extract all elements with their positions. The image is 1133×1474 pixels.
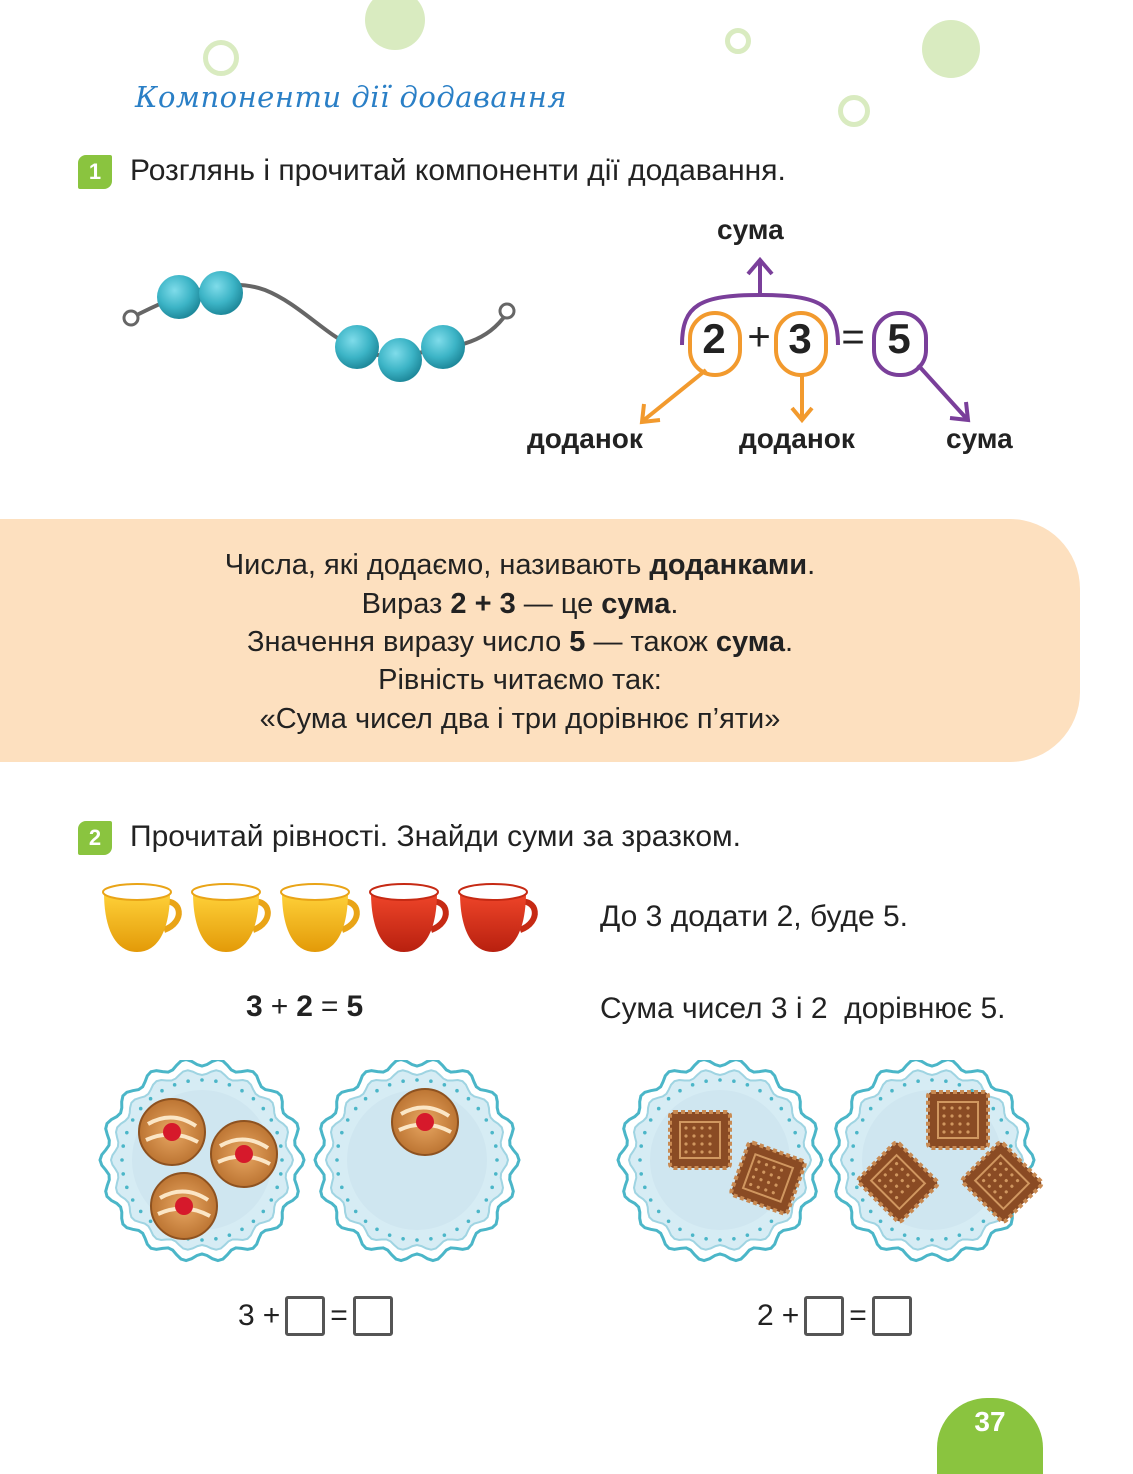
bead [378,338,422,382]
cookie [150,1172,218,1240]
expr-plus: + [747,315,771,359]
task-number-badge: 1 [78,155,112,189]
rule-line-2: Вираз 2 + 3 — це сума. [361,588,679,620]
decor-circle [365,0,425,50]
decor-ring [203,40,239,76]
biscuit [926,1090,990,1150]
beads-illustration [122,271,516,382]
cookie [391,1088,459,1156]
result-oval [872,311,928,377]
exercise-left-equals: = [330,1299,348,1332]
sum-arrow-up-head [746,256,774,276]
rule-line-5: «Сума чисел два і три дорівнює п’яти» [259,703,781,735]
expr-addend2: 3 [788,315,812,362]
answer-box-addend[interactable] [804,1296,845,1336]
rule-line-3: Значення виразу число 5 — також сума. [246,626,794,658]
exercise-equation-right: 2 + = [757,1296,917,1336]
answer-box-sum[interactable] [352,1296,393,1336]
answer-box-sum[interactable] [871,1296,912,1336]
example-b: 2 [296,990,313,1023]
sum-label-top: сума [717,214,784,245]
biscuit [668,1110,732,1170]
decor-ring [838,95,870,127]
rule-line-1: Числа, які додаємо, називають доданками. [224,549,816,581]
example-sentence-1: До 3 додати 2, буде 5. [600,900,909,933]
rule-line-4: Рівність читаємо так: [378,664,662,696]
cookie [210,1120,278,1188]
plate [98,1060,306,1263]
plates-illustration [98,1060,1044,1263]
addend1-arrow-head [639,403,661,425]
addition-scheme [639,256,971,425]
bead [335,325,379,369]
addend-label-1: доданок [527,423,643,454]
rule-box: Числа, які додаємо, називають доданками.… [0,519,1080,762]
page-number: 37 [937,1398,1043,1474]
decor-circle [922,20,980,78]
addend1-arrow [642,368,708,422]
exercise-right-a: 2 [757,1299,774,1332]
example-equals: = [320,990,339,1023]
bead [421,325,465,369]
example-sentence-2: Сума чисел 3 і 2 дорівнює 5. [600,992,1006,1025]
exercise-right-plus: + [781,1299,800,1332]
expr-addend1: 2 [702,315,726,362]
red-cup [369,883,449,952]
exercise-left-plus: + [262,1299,281,1332]
sum-label-bottom: сума [946,423,1013,454]
biscuit [729,1140,807,1216]
example-plus: + [270,990,289,1023]
red-cup [458,883,538,952]
answer-box-addend[interactable] [285,1296,326,1336]
exercise-right-equals: = [849,1299,867,1332]
plate [828,1060,1044,1263]
plate [313,1060,521,1263]
cups-illustration [102,883,538,952]
addend1-oval [688,311,742,377]
example-equation: 3 + 2 = 5 [246,990,363,1024]
plate [616,1060,824,1263]
yellow-cup [191,883,271,952]
decor-ring [725,28,751,54]
result-arrow [916,363,968,420]
yellow-cup [280,883,360,952]
bead [199,271,243,315]
bead [157,275,201,319]
result-arrow-head [949,401,971,423]
expr-result: 5 [887,315,911,362]
addend2-arrow-head [790,406,814,424]
biscuit [960,1140,1044,1224]
task2-instruction: Прочитай рівності. Знайди суми за зразко… [130,820,741,853]
expr-equals: = [841,315,865,359]
section-title: Компоненти дії додавання [135,80,568,114]
string-end-ring [122,309,140,327]
exercise-left-a: 3 [238,1299,255,1332]
task1-instruction: Розглянь і прочитай компоненти дії додав… [130,154,786,187]
biscuit [856,1140,940,1224]
string-end-ring [498,302,516,320]
cookie [138,1098,206,1166]
exercise-equation-left: 3 + = [238,1296,398,1336]
example-result: 5 [346,990,364,1023]
yellow-cup [102,883,182,952]
addend-label-2: доданок [739,423,855,454]
task-number-badge: 2 [78,821,112,855]
example-a: 3 [246,990,263,1023]
